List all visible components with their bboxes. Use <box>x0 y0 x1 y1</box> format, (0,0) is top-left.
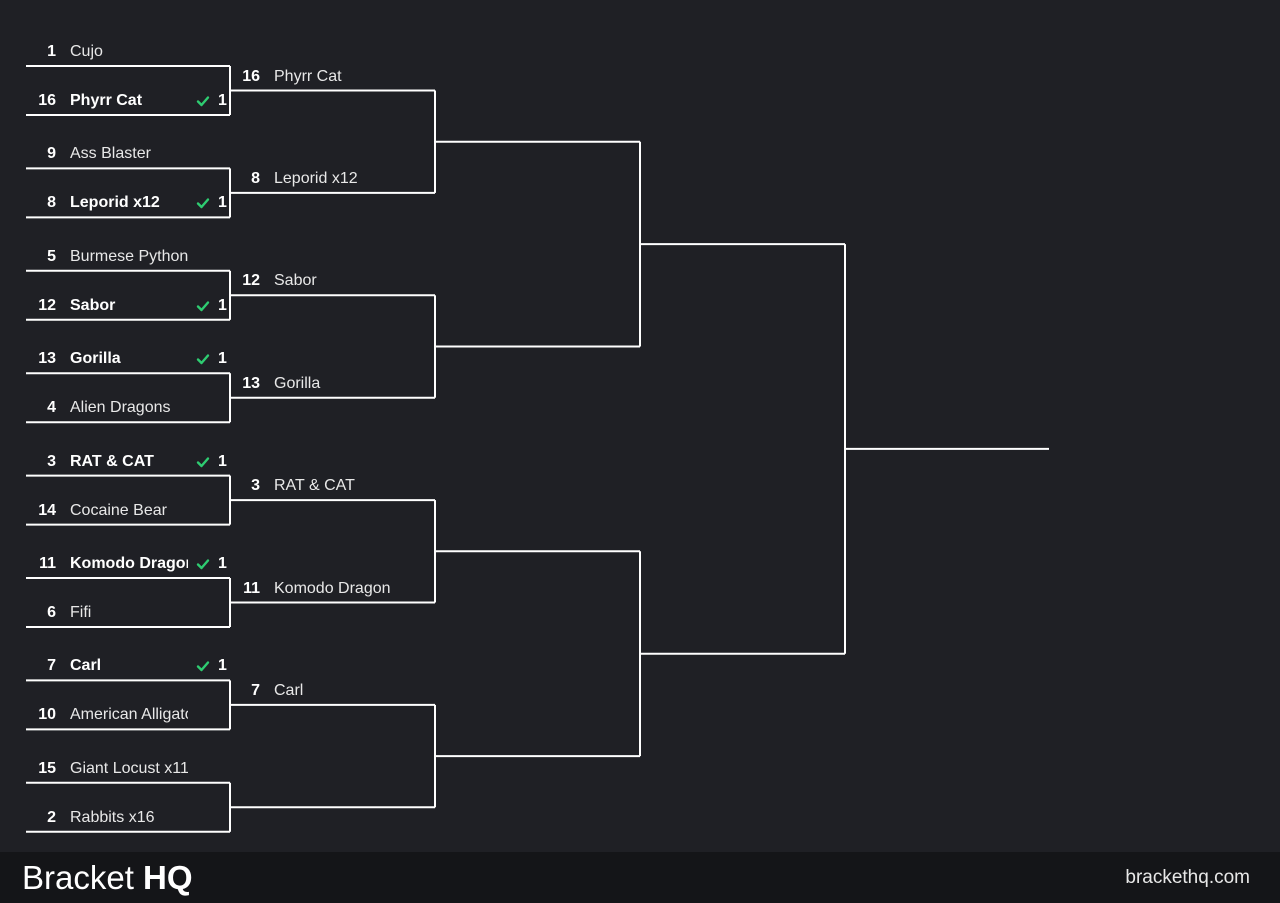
team-seed: 2 <box>47 808 56 826</box>
brand-logo[interactable]: Bracket HQ <box>22 858 193 898</box>
team-score: 1 <box>218 350 227 368</box>
team-score: 1 <box>218 296 227 314</box>
team-name: Cujo <box>70 43 103 60</box>
team-seed: 12 <box>242 272 260 290</box>
winner-check-icon <box>196 96 210 107</box>
team-seed: 14 <box>38 501 56 519</box>
winner-check-icon <box>196 559 210 570</box>
team-name: American Alligator <box>70 706 188 724</box>
team-name: Rabbits x16 <box>70 808 155 826</box>
team-seed: 9 <box>47 145 56 163</box>
winner-check-icon <box>196 301 210 311</box>
winner-check-icon <box>196 198 210 209</box>
team-name: Sabor <box>70 296 116 314</box>
team-name: Phyrr Cat <box>274 67 342 85</box>
team-seed: 12 <box>38 296 56 314</box>
team-name: Fifi <box>70 604 92 621</box>
team-name: Phyrr Cat <box>70 92 143 109</box>
team-seed: 15 <box>38 759 56 777</box>
team-seed: 7 <box>251 681 260 699</box>
team-name: Gorilla <box>274 374 321 392</box>
team-name: Ass Blaster <box>70 145 151 163</box>
team-score: 1 <box>218 555 227 572</box>
team-name: Leporid x12 <box>70 194 160 212</box>
team-name: RAT & CAT <box>274 477 355 495</box>
bracket-lines <box>26 65 1049 833</box>
winner-check-icon <box>196 661 210 672</box>
winner-check-icon <box>196 456 210 467</box>
team-seed: 11 <box>39 555 56 572</box>
team-seed: 13 <box>38 350 56 368</box>
team-name: RAT & CAT <box>70 452 154 470</box>
team-name: Sabor <box>274 272 317 290</box>
brand-logo-bold: HQ <box>143 859 193 896</box>
site-link[interactable]: brackethq.com <box>1125 867 1250 888</box>
team-seed: 13 <box>242 374 260 392</box>
team-name: Leporid x12 <box>274 169 358 187</box>
team-name: Carl <box>274 681 304 699</box>
team-name: Komodo Dragon <box>70 555 188 572</box>
team-name: Cocaine Bear <box>70 501 167 519</box>
team-seed: 3 <box>251 477 260 495</box>
team-name: Alien Dragons <box>70 399 171 417</box>
team-seed: 1 <box>47 43 56 60</box>
winner-check-icon <box>196 354 210 365</box>
team-name: Komodo Dragon <box>274 579 391 597</box>
team-seed: 11 <box>243 579 260 597</box>
team-seed: 5 <box>47 247 56 265</box>
team-seed: 6 <box>47 604 56 621</box>
team-seed: 3 <box>47 452 56 470</box>
team-seed: 16 <box>38 92 56 109</box>
team-seed: 16 <box>242 67 260 85</box>
team-name: Burmese Python <box>70 247 188 265</box>
team-score: 1 <box>218 657 227 675</box>
team-name: Gorilla <box>70 350 121 368</box>
team-name: Giant Locust x11 <box>70 759 188 777</box>
footer: Bracket HQ brackethq.com <box>0 852 1280 903</box>
brand-logo-light: Bracket <box>22 859 134 896</box>
team-seed: 7 <box>47 657 56 675</box>
team-name: Carl <box>70 657 102 675</box>
team-score: 1 <box>218 194 227 212</box>
team-score: 1 <box>218 92 227 109</box>
team-seed: 4 <box>47 399 56 417</box>
team-seed: 8 <box>251 169 260 187</box>
team-score: 1 <box>218 452 227 470</box>
team-seed: 8 <box>47 194 56 212</box>
team-seed: 10 <box>38 706 56 724</box>
